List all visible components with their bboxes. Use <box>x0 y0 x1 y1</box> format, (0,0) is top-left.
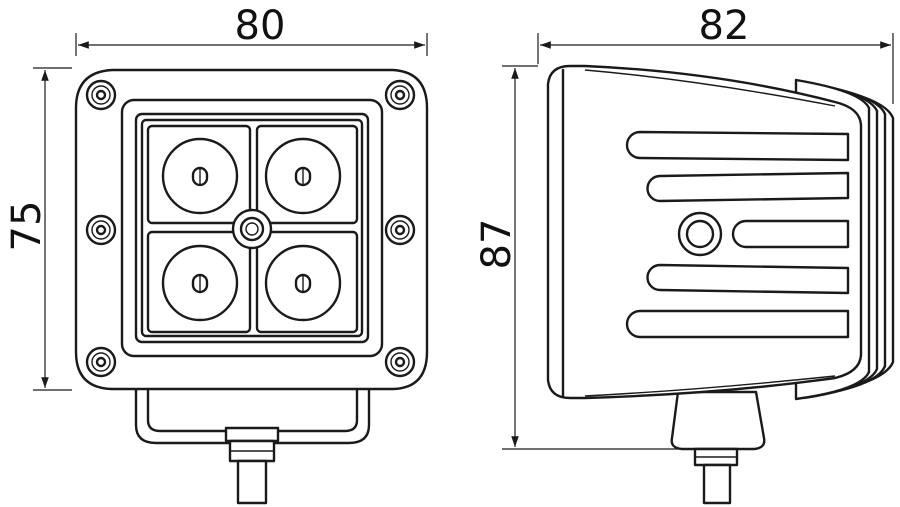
led-cell-top-right <box>255 124 359 225</box>
side-width-dimension: 82 <box>537 3 894 104</box>
front-view: 80 75 <box>4 3 429 505</box>
center-screw <box>231 208 273 250</box>
led-cell-top-left <box>146 124 252 225</box>
side-mounting-stem <box>670 390 766 505</box>
side-port <box>677 211 723 257</box>
cooling-slots <box>625 130 850 339</box>
front-height-dimension: 75 <box>4 67 72 391</box>
side-width-label: 82 <box>699 3 750 49</box>
side-height-dimension: 87 <box>474 65 692 450</box>
mounting-bolt <box>224 426 280 505</box>
front-height-label: 75 <box>4 201 50 252</box>
led-cell-bottom-left <box>146 230 252 334</box>
corner-screws <box>85 79 416 378</box>
side-height-label: 87 <box>474 219 520 270</box>
front-width-label: 80 <box>235 3 286 49</box>
led-cell-bottom-right <box>255 230 359 334</box>
front-width-dimension: 80 <box>75 3 428 56</box>
side-view: 82 87 <box>474 3 895 505</box>
